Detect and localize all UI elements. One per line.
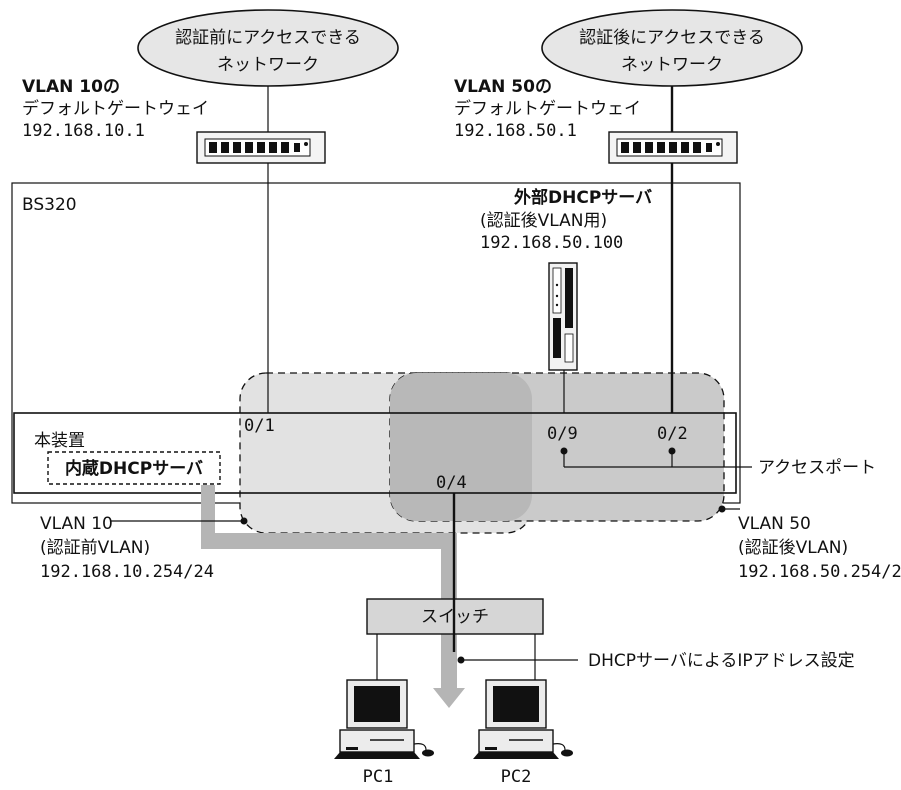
internal-dhcp-label: 内蔵DHCPサーバ	[65, 458, 203, 479]
cloud-pre-auth-line2: ネットワーク	[217, 55, 319, 75]
access-port-label: アクセスポート	[758, 458, 876, 478]
pc2-label: PC2	[501, 767, 532, 787]
vlan10-subnet: 192.168.10.254/24	[40, 562, 214, 582]
gw50-ip: 192.168.50.1	[454, 121, 577, 141]
router-vlan10-icon	[196, 131, 326, 164]
vlan-overlap-region	[390, 373, 532, 521]
pc1-label: PC1	[363, 767, 394, 787]
server-icon	[548, 262, 578, 371]
port-0-4: 0/4	[436, 473, 467, 493]
gw50-label: デフォルトゲートウェイ	[454, 98, 641, 119]
vlan50-name: VLAN 50	[738, 514, 811, 534]
vlan50-desc: (認証後VLAN)	[738, 538, 848, 558]
gw10-title: VLAN 10の	[22, 77, 120, 97]
access-port-callout	[560, 447, 752, 468]
dhcp-flow-arrow	[201, 485, 465, 708]
pc2-icon	[473, 679, 573, 759]
pc1-icon	[334, 679, 434, 759]
ext-dhcp-ip: 192.168.50.100	[480, 233, 623, 253]
port-0-2: 0/2	[657, 424, 688, 444]
cloud-pre-auth-line1: 認証前にアクセスできる	[175, 28, 361, 48]
gw10-label: デフォルトゲートウェイ	[22, 98, 209, 119]
cloud-pre-auth-network: 認証前にアクセスできる ネットワーク	[137, 9, 399, 87]
internal-dhcp-box	[47, 451, 221, 485]
router-vlan50-icon	[608, 131, 738, 164]
vlan10-desc: (認証前VLAN)	[40, 538, 150, 558]
ext-dhcp-purpose: (認証後VLAN用)	[480, 211, 607, 231]
gw50-title: VLAN 50の	[454, 77, 552, 97]
cloud-post-auth-network: 認証後にアクセスできる ネットワーク	[541, 9, 803, 87]
dhcp-flow-label: DHCPサーバによるIPアドレス設定	[588, 651, 855, 671]
cloud-post-auth-line2: ネットワーク	[621, 55, 723, 75]
device-box	[13, 412, 737, 494]
device-unit-label: 本装置	[34, 431, 85, 451]
bs320-label: BS320	[22, 195, 77, 215]
cloud-post-auth-line1: 認証後にアクセスできる	[579, 28, 765, 48]
vlan10-name: VLAN 10	[40, 514, 113, 534]
gw10-ip: 192.168.10.1	[22, 121, 145, 141]
port-0-9: 0/9	[547, 424, 578, 444]
port-0-1: 0/1	[244, 416, 275, 436]
ext-dhcp-title: 外部DHCPサーバ	[514, 187, 652, 208]
vlan50-subnet: 192.168.50.254/24	[738, 562, 901, 582]
